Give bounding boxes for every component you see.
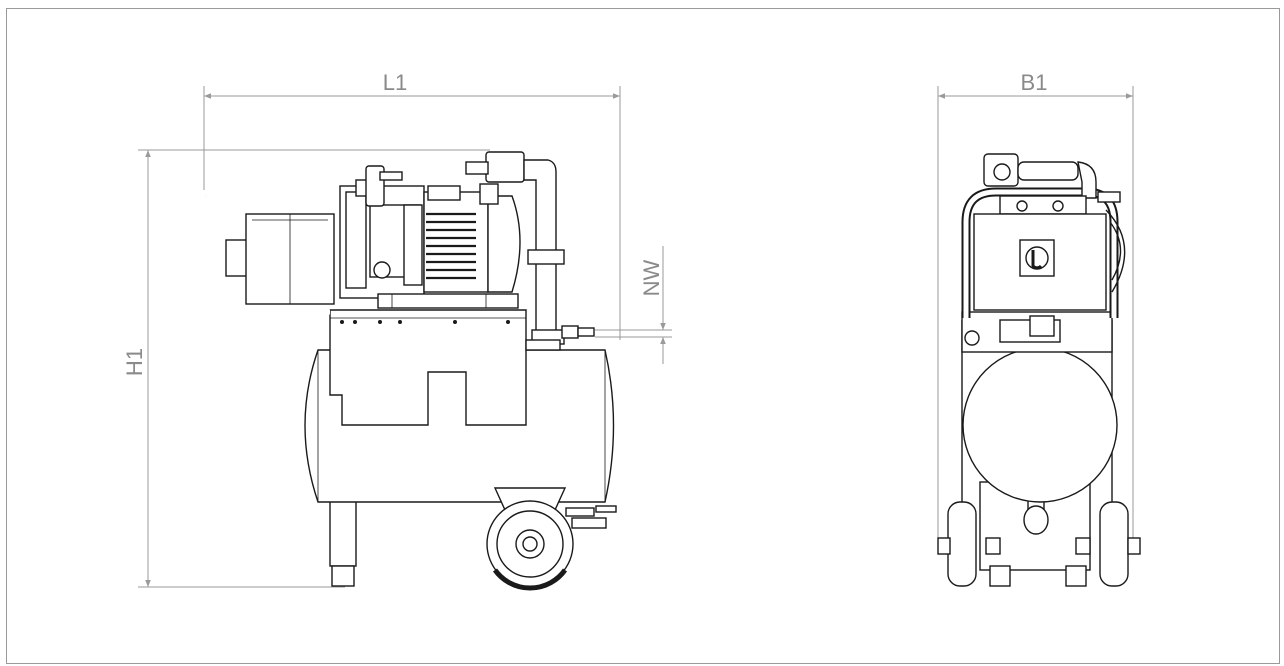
left-wheel — [947, 501, 977, 587]
motor-fan-cover — [487, 195, 521, 293]
dimension-b1: B1 — [937, 70, 1134, 540]
base-frame — [329, 309, 527, 426]
dimension-nw: NW — [595, 246, 672, 364]
pressure-fitting — [485, 151, 525, 183]
dimension-l1-label: L1 — [383, 70, 407, 95]
compressor-side-view — [205, 151, 617, 591]
rear-foot-pad — [331, 565, 355, 587]
dimension-l1: L1 — [203, 70, 621, 340]
dimension-nw-label: NW — [639, 259, 664, 296]
dimension-h1-label: H1 — [122, 348, 147, 376]
compressor-front-view — [937, 153, 1141, 587]
right-wheel — [1099, 501, 1129, 587]
air-tank-end-view — [962, 347, 1118, 503]
dimension-b1-label: B1 — [1021, 70, 1048, 95]
dimension-h1: H1 — [122, 149, 490, 588]
